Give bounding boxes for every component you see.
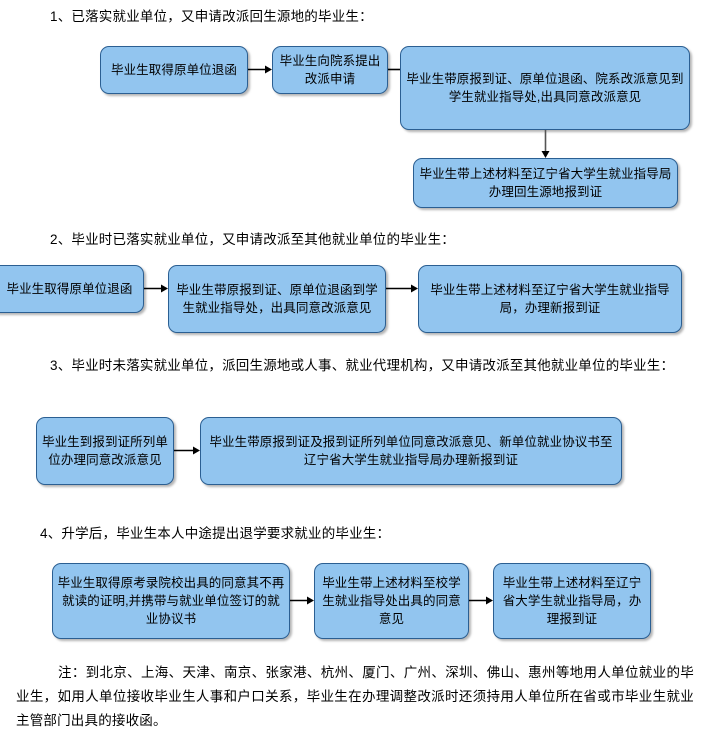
section-2-box-3-label: 毕业生带上述材料至辽宁省大学生就业指导局，办理新报到证 xyxy=(430,283,670,315)
section-3-box-2-label: 毕业生带原报到证及报到证所列单位同意改派意见、新单位就业协议书至辽宁省大学生就业… xyxy=(209,435,613,467)
section-2-arrow-1 xyxy=(144,284,168,293)
section-1-heading: 1、已落实就业单位，又申请改派回生源地的毕业生： xyxy=(50,9,373,24)
section-1-box-4-label: 毕业生带上述材料至辽宁省大学生就业指导局办理回生源地报到证 xyxy=(419,167,672,199)
section-1-box-1: 毕业生取得原单位退函 xyxy=(100,46,248,94)
section-2-box-3: 毕业生带上述材料至辽宁省大学生就业指导局，办理新报到证 xyxy=(418,265,682,333)
section-4-arrow-2 xyxy=(469,596,493,605)
section-3-box-1: 毕业生到报到证所列单位办理同意改派意见 xyxy=(36,417,174,485)
section-2-heading: 2、毕业时已落实就业单位，又申请改派至其他就业单位的毕业生： xyxy=(50,232,456,247)
section-4-box-3-label: 毕业生带上述材料至辽宁省大学生就业指导局，办理报到证 xyxy=(502,576,642,626)
section-4-heading: 4、升学后，毕业生本人中途提出退学要求就业的毕业生： xyxy=(40,526,391,541)
section-3-box-1-label: 毕业生到报到证所列单位办理同意改派意见 xyxy=(41,435,168,467)
section-4-box-3: 毕业生带上述材料至辽宁省大学生就业指导局，办理报到证 xyxy=(493,563,651,639)
section-1-box-4: 毕业生带上述材料至辽宁省大学生就业指导局办理回生源地报到证 xyxy=(413,158,678,208)
section-1-box-1-label: 毕业生取得原单位退函 xyxy=(110,63,237,77)
section-2-box-2: 毕业生带原报到证、原单位退函到学生就业指导处，出具同意改派意见 xyxy=(168,265,386,333)
section-4-box-2: 毕业生带上述材料至校学生就业指导处出具的同意意见 xyxy=(314,563,469,639)
section-2-box-1-label: 毕业生取得原单位退函 xyxy=(6,282,133,296)
section-1-arrow-3 xyxy=(541,130,550,158)
section-4-arrow-1 xyxy=(290,596,314,605)
section-3-heading: 3、毕业时未落实就业单位，派回生源地或人事、就业代理机构，又申请改派至其他就业单… xyxy=(50,358,675,373)
section-2-box-2-label: 毕业生带原报到证、原单位退函到学生就业指导处，出具同意改派意见 xyxy=(176,283,378,315)
section-3-box-2: 毕业生带原报到证及报到证所列单位同意改派意见、新单位就业协议书至辽宁省大学生就业… xyxy=(200,417,622,485)
footer-note: 注：到北京、上海、天津、南京、张家港、杭州、厦门、广州、深圳、佛山、惠州等地用人… xyxy=(16,665,694,728)
section-2-box-1: 毕业生取得原单位退函 xyxy=(0,265,144,313)
section-1-box-2: 毕业生向院系提出改派申请 xyxy=(272,46,388,94)
section-1-box-3: 毕业生带原报到证、原单位退函、院系改派意见到学生就业指导处,出具同意改派意见 xyxy=(400,46,690,130)
section-1-arrow-1 xyxy=(248,65,272,74)
section-4-box-1: 毕业生取得原考录院校出具的同意其不再就读的证明,并携带与就业单位签订的就业协议书 xyxy=(52,563,290,639)
section-1-box-3-label: 毕业生带原报到证、原单位退函、院系改派意见到学生就业指导处,出具同意改派意见 xyxy=(406,72,684,104)
section-4-box-2-label: 毕业生带上述材料至校学生就业指导处出具的同意意见 xyxy=(322,576,461,626)
section-2-arrow-2 xyxy=(386,284,418,293)
section-1-box-2-label: 毕业生向院系提出改派申请 xyxy=(279,54,381,86)
section-3-arrow-1 xyxy=(174,446,200,455)
section-4-box-1-label: 毕业生取得原考录院校出具的同意其不再就读的证明,并携带与就业单位签订的就业协议书 xyxy=(57,576,285,626)
